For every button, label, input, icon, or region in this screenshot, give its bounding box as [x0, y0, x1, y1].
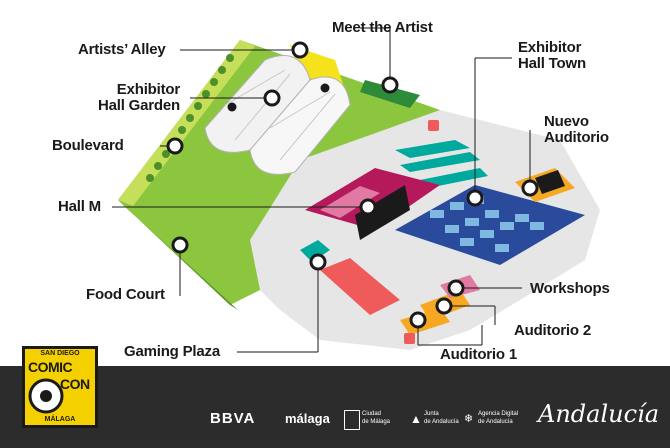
gaming-plaza-zone	[320, 258, 400, 315]
label-food-court: Food Court	[86, 286, 165, 303]
teal-walkways	[395, 140, 488, 188]
label-exhibitor-hall-town: Exhibitor Hall Town	[518, 40, 586, 72]
sponsor-ciudad-line1: Ciudad	[362, 411, 382, 417]
sponsor-andalucia: Andalucía	[538, 400, 660, 428]
exhibitor-hall-town-zone	[395, 185, 585, 265]
hall-m-seats	[320, 186, 380, 218]
sponsor-junta-de-andalucia: Junta de Andalucía	[424, 410, 459, 426]
label-exhibitor-hall-garden-line2: Hall Garden	[98, 97, 180, 114]
location-pin-icon	[166, 41, 539, 329]
meet-the-artist-zone	[360, 80, 420, 108]
label-boulevard: Boulevard	[52, 137, 124, 154]
sponsor-junta-line2: de Andalucía	[424, 419, 459, 425]
sponsor-malaga: málaga	[285, 411, 330, 426]
sponsor-agencia-line1: Agencia Digital	[478, 411, 519, 417]
logo-bottom-text: MÁLAGA	[44, 416, 76, 423]
label-nuevo-auditorio-line1: Nuevo	[544, 113, 589, 130]
medical-cross-icon	[404, 120, 439, 344]
tree-rows	[146, 54, 234, 182]
logo-line1: COMIC	[28, 359, 73, 375]
info-icon	[227, 83, 330, 112]
sponsor-ciudad-de-malaga: Ciudad de Málaga	[362, 410, 390, 426]
label-auditorio-1: Auditorio 1	[440, 346, 517, 363]
hall-m-stage	[355, 185, 410, 240]
label-exhibitor-hall-garden-line1: Exhibitor	[116, 81, 180, 98]
agencia-logo-icon: ❄	[464, 413, 474, 425]
ciudad-crest-icon	[344, 410, 360, 430]
label-meet-the-artist: Meet the Artist	[332, 19, 433, 36]
nuevo-auditorio-stage	[535, 170, 565, 194]
exhibitor-hall-garden-domes	[204, 55, 351, 175]
label-workshops: Workshops	[530, 280, 610, 297]
sponsor-agencia-digital: Agencia Digital de Andalucía	[478, 410, 518, 426]
label-nuevo-auditorio-line2: Auditorio	[544, 129, 609, 146]
sponsor-bbva: BBVA	[210, 410, 256, 427]
hall-town-booths	[430, 196, 544, 252]
sponsor-footer: BBVA málaga Ciudad de Málaga ▲ Junta de …	[0, 366, 670, 448]
label-nuevo-auditorio: Nuevo Auditorio	[544, 114, 609, 146]
label-exhibitor-hall-town-line2: Hall Town	[518, 55, 586, 72]
sponsor-junta-line1: Junta	[424, 411, 439, 417]
leader-lines	[112, 27, 531, 353]
logo-line2: CON	[60, 376, 90, 392]
gaming-plaza-teal	[300, 240, 330, 262]
label-auditorio-2: Auditorio 2	[514, 322, 591, 339]
sponsor-ciudad-line2: de Málaga	[362, 419, 391, 425]
label-exhibitor-hall-garden: Exhibitor Hall Garden	[76, 82, 180, 114]
sponsor-agencia-line2: de Andalucía	[478, 419, 513, 425]
junta-logo-icon: ▲	[410, 412, 422, 426]
comic-con-logo: SAN DIEGO COMIC CON MÁLAGA	[22, 346, 98, 428]
label-artists-alley: Artists’ Alley	[78, 41, 166, 58]
lawn-strip	[118, 40, 255, 206]
label-hall-m: Hall M	[58, 198, 101, 215]
label-gaming-plaza: Gaming Plaza	[124, 343, 220, 360]
comic-con-logo-art	[22, 346, 98, 428]
label-exhibitor-hall-town-line1: Exhibitor	[518, 39, 582, 56]
logo-top-text: SAN DIEGO	[40, 350, 80, 357]
